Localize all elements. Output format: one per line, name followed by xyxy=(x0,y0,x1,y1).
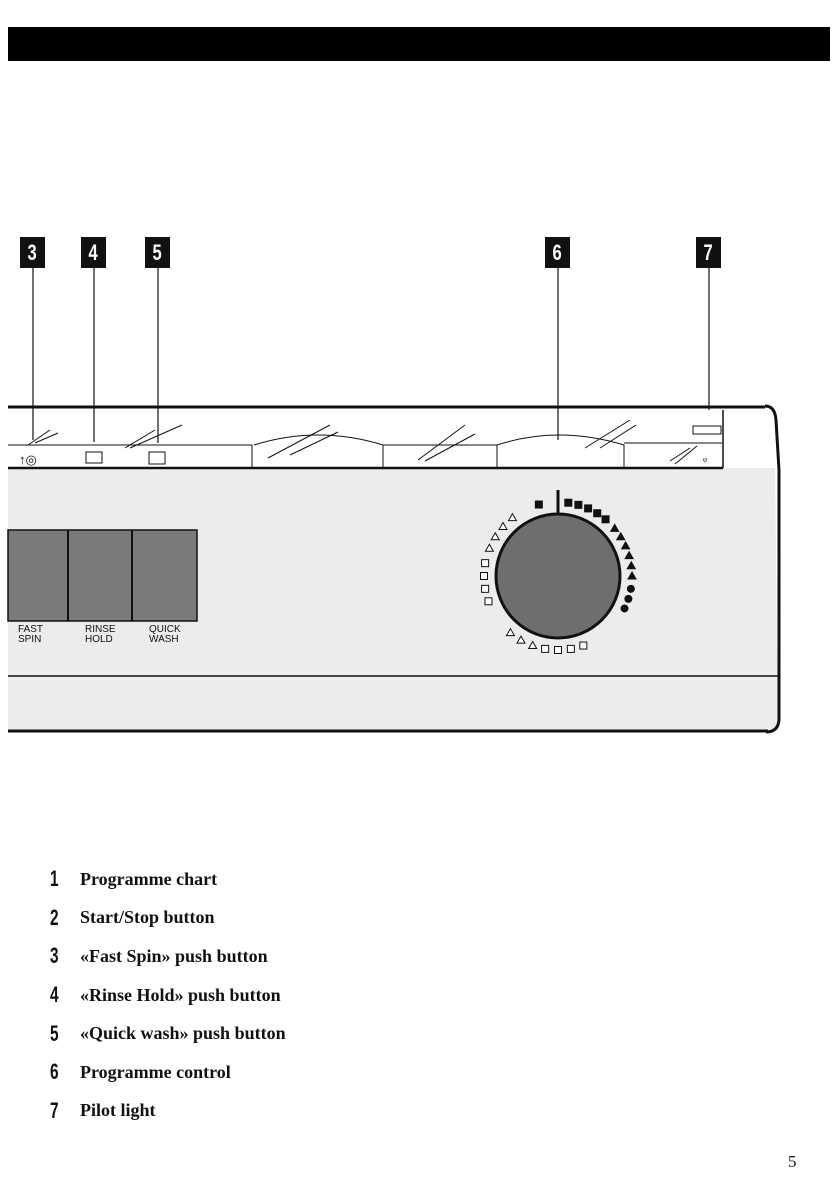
rinse-hold-label-2: HOLD xyxy=(85,634,113,645)
callout-4: 4 xyxy=(81,237,106,268)
programme-mark xyxy=(626,560,637,570)
pilot-light-symbol-icon: ᵠ xyxy=(703,454,707,468)
legend-number: 4 xyxy=(50,982,59,1008)
legend-item: 2 Start/Stop button xyxy=(50,899,286,938)
programme-mark xyxy=(484,543,495,552)
legend-text: «Fast Spin» push button xyxy=(80,945,268,966)
programme-mark xyxy=(527,640,538,650)
programme-mark xyxy=(481,559,490,568)
legend-item: 4 «Rinse Hold» push button xyxy=(50,976,286,1015)
legend-item: 1 Programme chart xyxy=(50,860,286,899)
legend-text: Pilot light xyxy=(80,1100,156,1121)
programme-mark xyxy=(480,572,488,580)
programme-mark xyxy=(579,641,588,650)
programme-mark xyxy=(624,550,634,560)
legend-number: 3 xyxy=(50,943,59,969)
legend-number: 2 xyxy=(50,904,59,930)
programme-mark xyxy=(516,635,526,644)
programme-mark xyxy=(624,594,633,603)
programme-mark xyxy=(564,498,573,507)
programme-mark xyxy=(609,523,620,532)
programme-mark xyxy=(620,540,631,550)
parts-legend: 1 Programme chart 2 Start/Stop button 3 «Fa… xyxy=(50,860,286,1130)
legend-number: 1 xyxy=(50,866,59,892)
legend-item: 6 Programme control xyxy=(50,1053,286,1092)
legend-item: 3 «Fast Spin» push button xyxy=(50,937,286,976)
programme-mark xyxy=(484,597,493,606)
legend-text: Programme chart xyxy=(80,868,218,889)
legend-number: 5 xyxy=(50,1020,59,1046)
push-buttons xyxy=(7,529,198,622)
fast-spin-icon: ↑◎ xyxy=(19,452,37,467)
legend-text: «Quick wash» push button xyxy=(80,1023,286,1044)
programme-mark xyxy=(627,570,637,580)
programme-mark xyxy=(593,509,602,518)
header-bar xyxy=(8,27,830,61)
programme-mark xyxy=(566,644,575,653)
quick-wash-label-1: QUICK xyxy=(149,624,181,635)
quick-wash-icon xyxy=(148,451,166,465)
rinse-hold-icon xyxy=(85,451,103,464)
callout-3: 3 xyxy=(20,237,45,268)
programme-mark xyxy=(541,644,550,653)
programme-mark xyxy=(507,512,518,522)
fast-spin-label-2: SPIN xyxy=(18,634,41,645)
page-number: 5 xyxy=(788,1152,797,1171)
programme-mark xyxy=(620,604,629,613)
fast-spin-label-1: FAST xyxy=(18,624,43,635)
programme-mark xyxy=(615,531,626,541)
legend-text: Start/Stop button xyxy=(80,907,215,928)
legend-text: «Rinse Hold» push button xyxy=(80,984,281,1005)
programme-mark xyxy=(490,531,501,541)
programme-mark xyxy=(626,584,635,593)
programme-mark xyxy=(481,584,490,593)
legend-item: 5 «Quick wash» push button xyxy=(50,1014,286,1053)
programme-dial xyxy=(480,490,637,654)
callout-6: 6 xyxy=(545,237,570,268)
programme-mark xyxy=(534,500,543,509)
callout-5: 5 xyxy=(145,237,170,268)
callout-7: 7 xyxy=(696,237,721,268)
legend-text: Programme control xyxy=(80,1061,231,1082)
programme-mark xyxy=(584,504,593,513)
programme-mark xyxy=(498,521,508,530)
callout-leaders xyxy=(32,268,710,443)
legend-number: 7 xyxy=(50,1097,59,1123)
legend-item: 7 Pilot light xyxy=(50,1092,286,1131)
programme-mark xyxy=(601,515,610,524)
rinse-hold-label-1: RINSE xyxy=(85,624,116,635)
programme-mark xyxy=(554,646,562,654)
legend-number: 6 xyxy=(50,1059,59,1085)
programme-mark xyxy=(574,500,583,509)
quick-wash-label-2: WASH xyxy=(149,634,179,645)
programme-mark xyxy=(505,627,516,637)
